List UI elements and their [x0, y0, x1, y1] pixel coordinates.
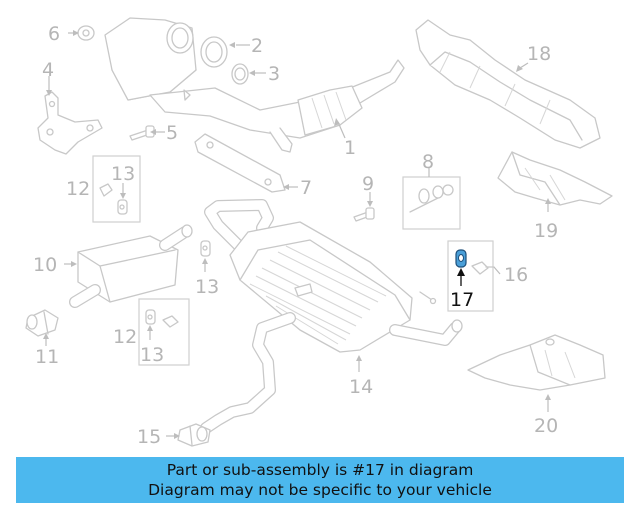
callout-8: 8: [422, 151, 434, 173]
part-8-hanger-kit: [402, 176, 461, 230]
callout-10: 10: [33, 254, 57, 276]
callout-13-lower: 13: [140, 344, 164, 366]
callout-13-upper: 13: [111, 163, 135, 185]
part-11-clamp: [25, 309, 59, 337]
callout-18: 18: [527, 43, 551, 65]
banner-line-1: Part or sub-assembly is #17 in diagram: [166, 461, 474, 479]
part-14-rear-muffler: [200, 199, 463, 434]
callout-9: 9: [362, 173, 374, 195]
callout-12-upper: 12: [66, 178, 90, 200]
callout-7: 7: [300, 177, 312, 199]
callout-2: 2: [251, 35, 263, 57]
callout-13-hanger: 13: [195, 276, 219, 298]
callout-1: 1: [344, 137, 356, 159]
callout-5: 5: [166, 122, 178, 144]
part-12-13-hanger-box-upper: [92, 155, 141, 223]
part-13-hanger: [200, 240, 211, 257]
part-12-13-hanger-box-lower: [138, 298, 190, 366]
info-banner: Part or sub-assembly is #17 in diagram D…: [16, 457, 624, 503]
part-3-seal: [231, 63, 249, 85]
part-10-muffler: [69, 224, 193, 308]
callout-19: 19: [534, 220, 558, 242]
part-6-nut: [77, 25, 95, 41]
callout-12-lower: 12: [113, 326, 137, 348]
exhaust-parts-diagram: 6 2 3 4 5 1 7 8 9 10 11 12 13 12 13 13 1…: [25, 17, 613, 448]
part-18-heat-shield: [415, 19, 601, 149]
callout-3: 3: [268, 63, 280, 85]
callout-20: 20: [534, 415, 558, 437]
callout-17-highlighted: 17: [450, 289, 474, 311]
part-15-clamp: [177, 423, 211, 447]
part-19-heat-shield: [497, 151, 613, 206]
part-20-heat-shield: [467, 334, 606, 391]
leader-lines: [43, 30, 551, 439]
callout-14: 14: [349, 376, 373, 398]
part-9-bolt: [353, 207, 375, 222]
part-4-bracket: [37, 91, 103, 155]
part-2-gasket: [200, 36, 228, 68]
part-5-bolt: [129, 125, 155, 141]
callout-16: 16: [504, 264, 528, 286]
banner-line-2: Diagram may not be specific to your vehi…: [148, 481, 492, 499]
callout-15: 15: [137, 426, 161, 448]
part-16-17-box: [447, 240, 495, 312]
callout-11: 11: [35, 346, 59, 368]
callout-6: 6: [48, 23, 60, 45]
part-17-highlighted-insulator: [455, 249, 467, 286]
part-7-plate: [194, 133, 286, 193]
part-1-catalytic-converter: [104, 17, 405, 153]
callout-4: 4: [42, 59, 54, 81]
